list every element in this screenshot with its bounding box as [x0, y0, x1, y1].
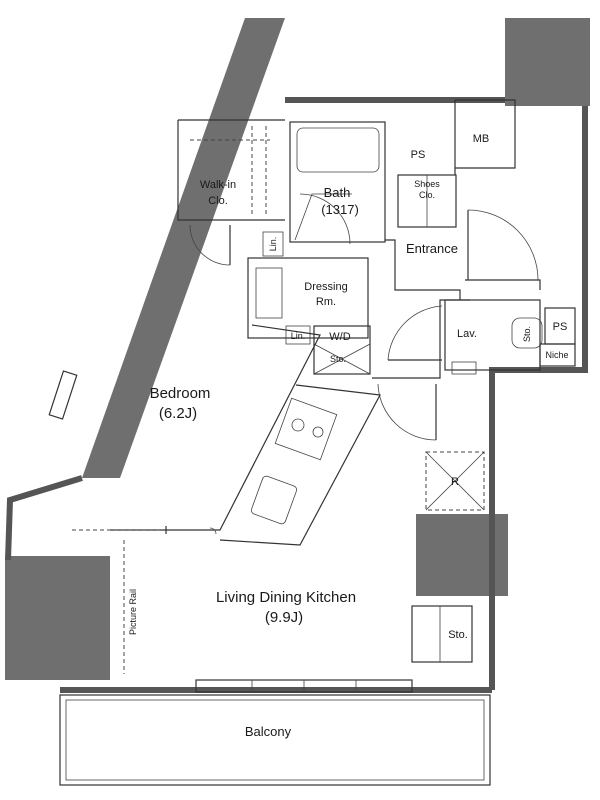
- left-exterior-wall: [5, 475, 83, 561]
- bottom-left-column: [5, 556, 110, 680]
- ldk-label-2: (9.9J): [265, 609, 303, 626]
- bath-label-2: (1317): [321, 202, 359, 217]
- inner-partitions: [48, 99, 576, 786]
- storage-wd-label: Sto.: [330, 354, 346, 364]
- diagonal-exterior-wall: [82, 18, 285, 478]
- walkin-closet-label-1: Walk-in: [200, 179, 236, 191]
- ldk-label-1: Living Dining Kitchen: [216, 589, 356, 606]
- entrance-label: Entrance: [406, 241, 458, 256]
- shoes-closet-label-1: Shoes: [414, 179, 440, 189]
- shoes-closet-label-2: Clo.: [419, 190, 435, 200]
- linen-label-upper: Lin.: [268, 237, 278, 252]
- bedroom-label-1: Bedroom: [150, 385, 211, 402]
- storage-lav-label: Sto.: [522, 326, 532, 342]
- ps-top-label: PS: [411, 149, 426, 161]
- balcony-label: Balcony: [245, 724, 292, 739]
- mb-label: MB: [473, 133, 490, 145]
- ps-right-label: PS: [553, 321, 568, 333]
- top-right-column: [505, 18, 590, 106]
- right-exterior-wall: [489, 106, 588, 690]
- refrigerator-label: R: [451, 476, 459, 488]
- storage-right-label: Sto.: [448, 629, 468, 641]
- lavatory-label: Lav.: [457, 328, 477, 340]
- bath-label-1: Bath: [324, 185, 351, 200]
- walkin-closet-label-2: Clo.: [208, 195, 228, 207]
- washer-dryer-label: W/D: [329, 331, 350, 343]
- bedroom-label-2: (6.2J): [159, 405, 197, 422]
- dressing-room-label-2: Rm.: [316, 296, 336, 308]
- dressing-room-label-1: Dressing: [304, 281, 347, 293]
- linen-label-lower: Lin.: [291, 331, 306, 341]
- picture-rail-label: Picture Rail: [128, 589, 138, 635]
- niche-label: Niche: [545, 350, 568, 360]
